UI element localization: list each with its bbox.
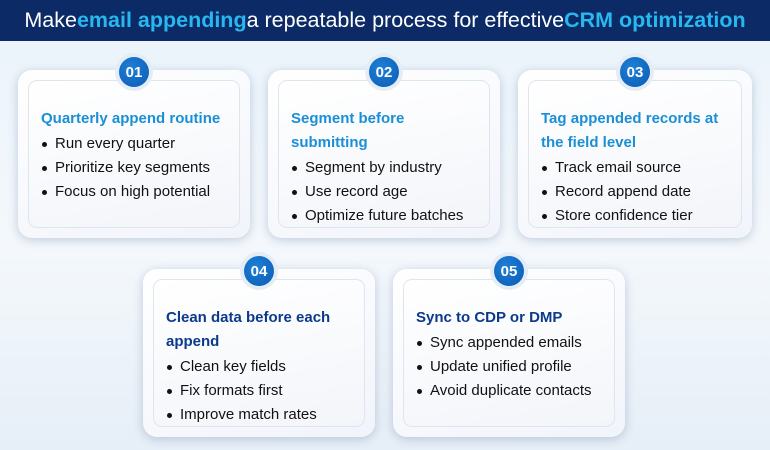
header-highlight-crm-optimization: CRM optimization [564, 8, 746, 32]
list-item: Avoid duplicate contacts [416, 379, 602, 403]
number-badge: 05 [490, 252, 528, 290]
header-text-2: a repeatable process for effective [246, 8, 565, 32]
card-title: Tag appended records at the field level [541, 110, 719, 151]
card-body: Clean data before each append Clean key … [153, 279, 365, 427]
list-item: Store confidence tier [541, 204, 729, 228]
list-item: Optimize future batches [291, 204, 477, 228]
card-01: 01 Quarterly append routine Run every qu… [18, 53, 250, 238]
card-04: 04 Clean data before each append Clean k… [143, 252, 375, 437]
card-title: Clean data before each append [166, 309, 331, 350]
card-title: Quarterly append routine [41, 110, 221, 127]
list-item: Fix formats first [166, 379, 352, 403]
bullet-list: Run every quarter Prioritize key segment… [41, 132, 227, 204]
card-05: 05 Sync to CDP or DMP Sync appended emai… [393, 252, 625, 437]
bullet-list: Segment by industry Use record age Optim… [291, 156, 477, 228]
card-body: Sync to CDP or DMP Sync appended emails … [403, 279, 615, 427]
card-body: Segment before submitting Segment by ind… [278, 80, 490, 228]
badge-number: 01 [119, 57, 149, 87]
card-03: 03 Tag appended records at the field lev… [518, 53, 752, 238]
list-item: Record append date [541, 180, 729, 204]
badge-number: 03 [620, 57, 650, 87]
list-item: Update unified profile [416, 355, 602, 379]
page-header: Make email appending a repeatable proces… [0, 0, 770, 41]
number-badge: 03 [616, 53, 654, 91]
list-item: Segment by industry [291, 156, 477, 180]
number-badge: 02 [365, 53, 403, 91]
list-item: Improve match rates [166, 403, 352, 427]
number-badge: 01 [115, 53, 153, 91]
list-item: Clean key fields [166, 355, 352, 379]
badge-number: 02 [369, 57, 399, 87]
list-item: Run every quarter [41, 132, 227, 156]
card-title: Segment before submitting [291, 110, 405, 151]
list-item: Prioritize key segments [41, 156, 227, 180]
bullet-list: Sync appended emails Update unified prof… [416, 331, 602, 403]
list-item: Use record age [291, 180, 477, 204]
header-highlight-email-appending: email appending [76, 8, 247, 32]
card-body: Quarterly append routine Run every quart… [28, 80, 240, 228]
card-title: Sync to CDP or DMP [416, 309, 563, 326]
list-item: Sync appended emails [416, 331, 602, 355]
card-02: 02 Segment before submitting Segment by … [268, 53, 500, 238]
number-badge: 04 [240, 252, 278, 290]
bullet-list: Clean key fields Fix formats first Impro… [166, 355, 352, 427]
badge-number: 05 [494, 256, 524, 286]
header-text-1: Make [24, 8, 77, 32]
list-item: Focus on high potential [41, 180, 227, 204]
list-item: Track email source [541, 156, 729, 180]
card-body: Tag appended records at the field level … [528, 80, 742, 228]
badge-number: 04 [244, 256, 274, 286]
bullet-list: Track email source Record append date St… [541, 156, 729, 228]
